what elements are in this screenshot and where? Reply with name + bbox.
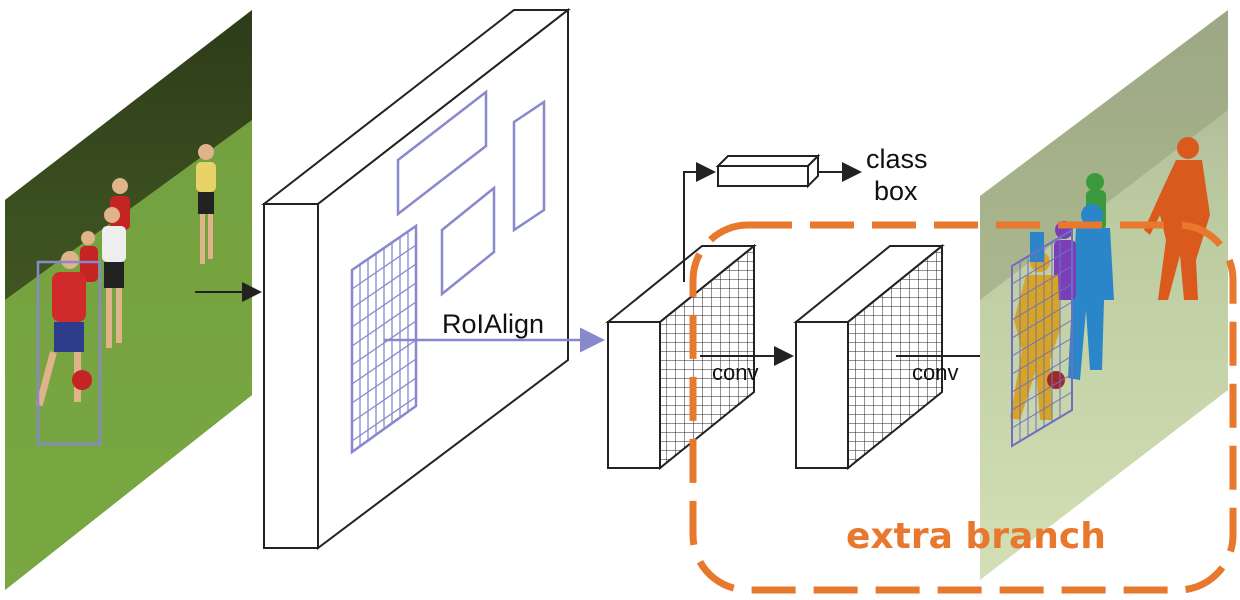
- class-label: class: [866, 144, 928, 174]
- output-image: [980, 10, 1228, 580]
- players: [35, 144, 216, 407]
- conv-label-2: conv: [912, 360, 958, 385]
- extra-branch-outline: [689, 221, 1237, 594]
- box-label: box: [874, 176, 918, 206]
- extra-branch-label: extra branch: [846, 516, 1106, 557]
- mask-feature-block: [793, 243, 945, 471]
- conv-label-1: conv: [712, 360, 758, 385]
- arrow-to-head: [683, 162, 716, 282]
- instance-masks: [1010, 137, 1210, 420]
- roialign-label: RoIAlign: [442, 309, 544, 339]
- class-box-head: [715, 153, 821, 189]
- input-image: [5, 10, 252, 590]
- roi-proposals: [396, 89, 546, 297]
